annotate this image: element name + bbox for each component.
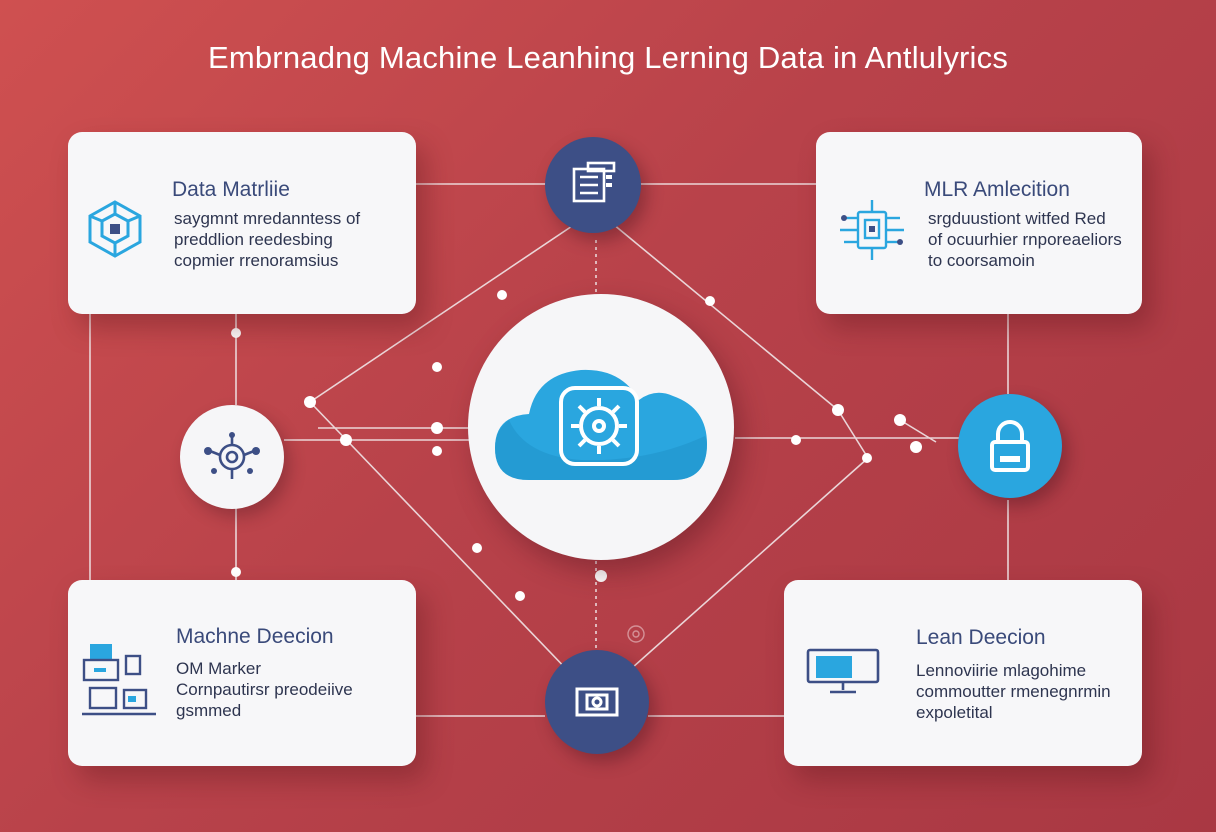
monitor-icon: [804, 646, 884, 701]
card-title: Data Matrliie: [172, 178, 290, 201]
card-data-matrix: Data Matrliie saygmnt mredanntess of pre…: [68, 132, 416, 314]
gear-network-icon: [204, 432, 260, 479]
card-description: OM Marker Cornpautirsr preodeiive gsmmed: [176, 659, 353, 720]
page-title: Embrnadng Machine Leanhing Lerning Data …: [207, 40, 1009, 75]
card-title: Lean Deecion: [916, 626, 1046, 649]
devices-icon: [80, 640, 160, 725]
card-mlr-application: MLR Amlecition srgduustiont witfed Red o…: [816, 132, 1142, 314]
chip-circuit-icon: [836, 196, 908, 271]
database-server-icon: [572, 161, 616, 203]
card-description: srgduustiont witfed Red of ocuurhier rnp…: [928, 209, 1122, 270]
card-lean-decision: Lean Deecion Lennoviirie mlagohime commo…: [784, 580, 1142, 766]
card-description: Lennoviirie mlagohime commoutter rmenegn…: [916, 661, 1111, 722]
lock-icon: [990, 420, 1030, 472]
card-title: MLR Amlecition: [924, 178, 1070, 201]
center-hub: [468, 294, 734, 560]
camera-icon: [575, 687, 619, 717]
node-lock: [958, 394, 1062, 498]
cube-network-icon: [82, 196, 148, 267]
node-camera: [545, 650, 649, 754]
cloud-gear-icon: [495, 369, 707, 480]
node-gear-network: [180, 405, 284, 509]
card-title: Machne Deecion: [176, 625, 334, 648]
node-database-server: [545, 137, 641, 233]
card-machine-decision: Machne Deecion OM Marker Cornpautirsr pr…: [68, 580, 416, 766]
card-description: saygmnt mredanntess of preddlion reedesb…: [174, 209, 361, 270]
